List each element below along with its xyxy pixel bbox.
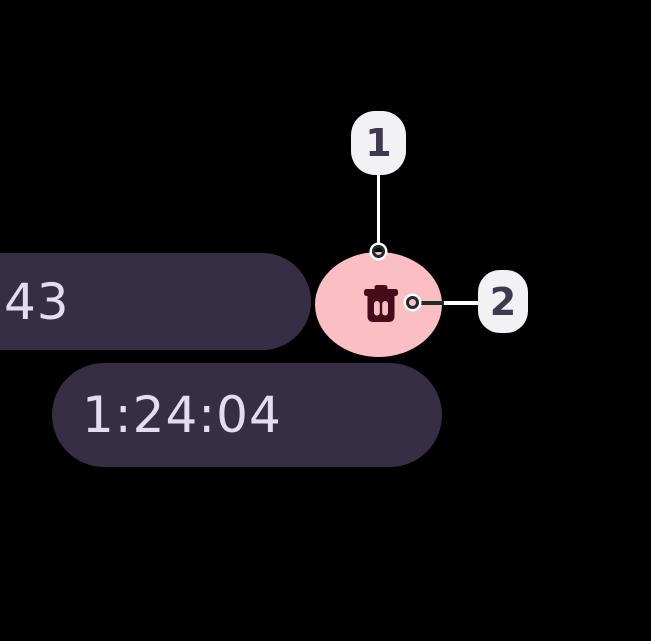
lap-time-pill: 43 — [0, 253, 311, 350]
callout-1-line — [377, 174, 380, 245]
callout-1-endpoint-ring — [372, 245, 385, 258]
callout-badge-1: 1 — [351, 111, 406, 175]
callout-2-line-outer — [444, 301, 478, 305]
elapsed-time-pill: 1:24:04 — [52, 363, 442, 467]
callout-1-label: 1 — [365, 121, 392, 165]
lap-time-value: 43 — [4, 272, 70, 331]
callout-2-label: 2 — [489, 279, 517, 324]
callout-2-endpoint-ring — [406, 296, 419, 309]
elapsed-time-value: 1:24:04 — [82, 386, 282, 444]
callout-badge-2: 2 — [478, 270, 528, 333]
callout-2-line-inner — [420, 301, 446, 305]
delete-button[interactable] — [315, 252, 442, 357]
